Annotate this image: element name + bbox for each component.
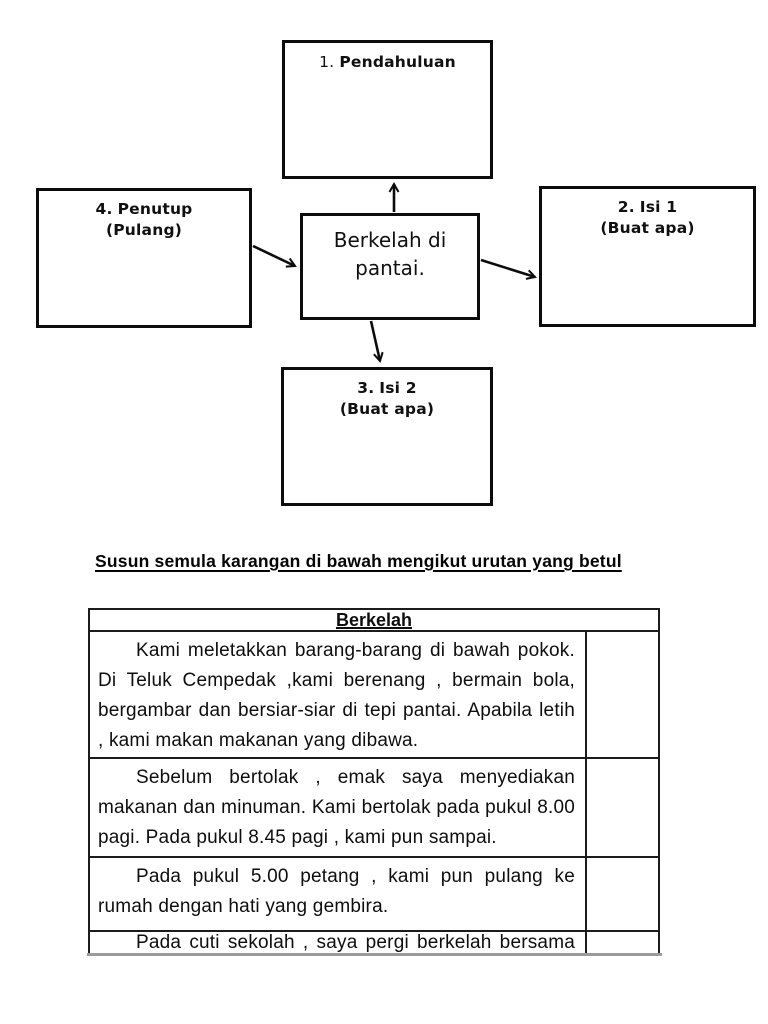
- diagram-box-isi-1: 2.Isi 1 (Buat apa): [539, 186, 756, 327]
- diagram-box-isi-2: 3.Isi 2 (Buat apa): [281, 367, 493, 506]
- karangan-table: Berkelah Kami meletakkan barang-barang d…: [88, 608, 660, 953]
- box-label-line1: 3.Isi 2: [284, 378, 490, 399]
- answer-cell: [587, 932, 658, 953]
- answer-cell: [587, 632, 658, 757]
- box-label-line2: (Pulang): [105, 221, 183, 239]
- arrow-center-to-bottom: [369, 320, 384, 363]
- table-row: Pada pukul 5.00 petang , kami pun pulang…: [90, 858, 658, 932]
- paragraph-cell: Sebelum bertolak , emak saya menyediakan…: [90, 759, 587, 856]
- diagram-arrows: [252, 181, 537, 363]
- instruction-heading: Susun semula karangan di bawah mengikut …: [95, 551, 622, 571]
- arrow-center-to-right: [480, 258, 537, 280]
- table-title: Berkelah: [335, 610, 413, 630]
- box-label-line1: 4.Penutup: [39, 199, 249, 220]
- paragraph-cell: Pada pukul 5.00 petang , kami pun pulang…: [90, 858, 587, 930]
- box-number: 3.: [357, 379, 375, 397]
- box-label-line2: (Buat apa): [600, 219, 695, 237]
- table-row: Pada cuti sekolah , saya pergi berkelah …: [90, 932, 658, 953]
- table-row: Kami meletakkan barang-barang di bawah p…: [90, 632, 658, 759]
- diagram-box-penutup: 4.Penutup (Pulang): [36, 188, 252, 328]
- box-number: 4.: [95, 200, 113, 218]
- box-title: Penutup: [117, 200, 193, 218]
- answer-cell: [587, 858, 658, 930]
- diagram-center-topic-box: Berkelah di pantai.: [300, 213, 480, 320]
- box-label-line2: (Buat apa): [339, 400, 435, 418]
- paragraph-cell: Kami meletakkan barang-barang di bawah p…: [90, 632, 587, 757]
- box-number: 1.: [319, 53, 335, 71]
- paragraph-cell: Pada cuti sekolah , saya pergi berkelah …: [90, 932, 587, 953]
- box-label-line1: 2.Isi 1: [542, 197, 753, 218]
- center-topic-label: Berkelah di pantai.: [333, 228, 447, 280]
- diagram-box-pendahuluan: 1.Pendahuluan: [282, 40, 493, 179]
- answer-cell: [587, 759, 658, 856]
- box-title: Isi 2: [379, 379, 417, 397]
- box-label-line1: 1.Pendahuluan: [285, 52, 490, 73]
- table-title-row: Berkelah: [90, 610, 658, 632]
- table-row: Sebelum bertolak , emak saya menyediakan…: [90, 759, 658, 858]
- box-number: 2.: [617, 198, 635, 216]
- page-cut-divider: [87, 953, 662, 956]
- box-title: Pendahuluan: [339, 53, 456, 71]
- box-title: Isi 1: [639, 198, 678, 216]
- arrow-left-to-center: [252, 244, 297, 268]
